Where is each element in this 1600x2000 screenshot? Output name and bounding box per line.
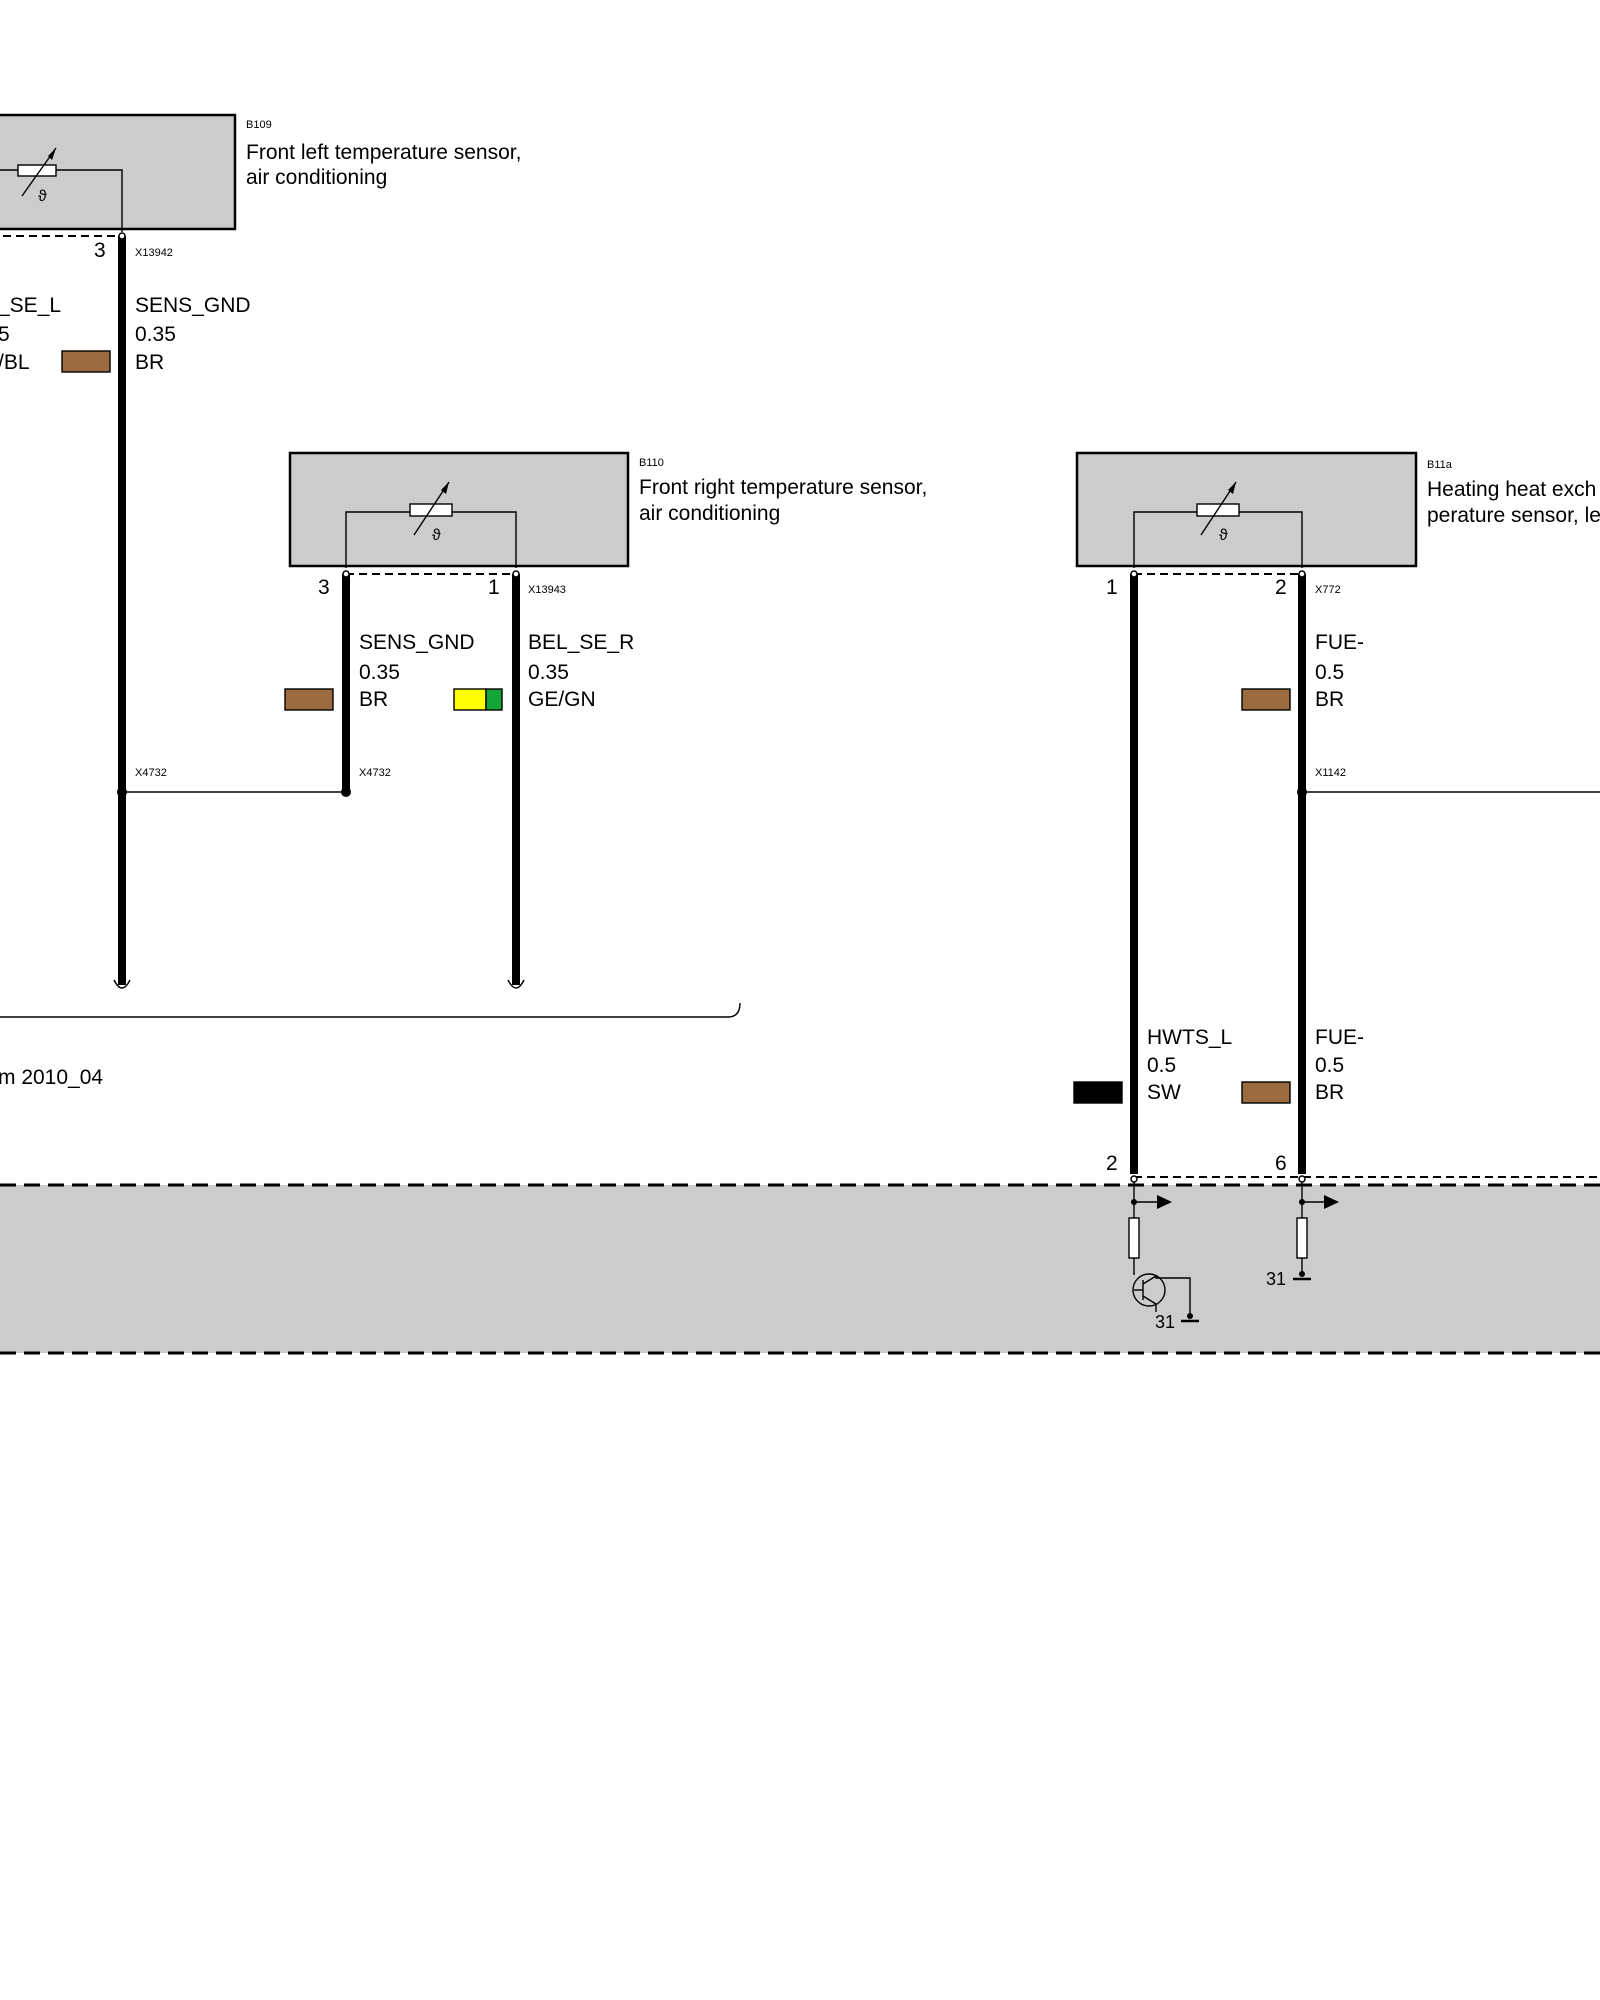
pin-number: 3 xyxy=(318,576,330,599)
ground-node xyxy=(1187,1313,1193,1319)
component-b11a-body xyxy=(1075,451,1418,568)
pin-contact xyxy=(1130,1175,1138,1183)
wire-break-mark xyxy=(113,979,131,989)
group-bracket xyxy=(0,1002,741,1018)
component-name-line1: Front left temperature sensor, xyxy=(246,141,521,164)
theta-symbol: ϑ xyxy=(432,527,441,544)
wire-color-swatch-yellow xyxy=(453,688,487,711)
wire-gauge-label: 5 xyxy=(0,323,10,346)
connector-label: X4732 xyxy=(135,767,167,779)
connector-label: X772 xyxy=(1315,584,1341,596)
component-id: B109 xyxy=(246,119,272,131)
wire-signal-label: SENS_GND xyxy=(359,631,475,654)
component-b110-body xyxy=(288,451,630,568)
wire-signal-label: FUE- xyxy=(1315,631,1364,654)
wire-color-label: BR xyxy=(1315,1081,1344,1104)
pin-number: 6 xyxy=(1275,1152,1287,1175)
ground-label: 31 xyxy=(1266,1269,1286,1289)
transistor-icon xyxy=(1132,1273,1166,1307)
pin-contact xyxy=(1130,570,1138,578)
pin-number: 1 xyxy=(1106,576,1118,599)
component-name-line2: perature sensor, le xyxy=(1427,504,1600,527)
theta-symbol: ϑ xyxy=(1219,527,1228,544)
thermistor-arrowhead-icon xyxy=(48,148,56,160)
splice-node xyxy=(117,787,127,797)
resistor-icon xyxy=(1296,1217,1308,1259)
internal-trace xyxy=(1155,1276,1191,1318)
wire-color-swatch-brown xyxy=(1241,1081,1291,1104)
pin-contact xyxy=(342,570,350,578)
signal-arrow-icon xyxy=(1157,1195,1172,1209)
splice-node xyxy=(1297,787,1307,797)
wire-color-label: BR xyxy=(135,351,164,374)
wire-gauge-label: 0.35 xyxy=(135,323,176,346)
pin-contact xyxy=(512,570,520,578)
pin-number: 2 xyxy=(1106,1152,1118,1175)
connector-label: X1142 xyxy=(1315,767,1346,779)
wire-signal-label: HWTS_L xyxy=(1147,1026,1232,1049)
component-b11a: ϑ B11a Heating heat exch perature sensor… xyxy=(1075,451,1600,568)
connector-label: X4732 xyxy=(359,767,391,779)
wire-color-label: BR xyxy=(359,688,388,711)
wire-color-label: GE/GN xyxy=(528,688,596,711)
connector-label: X13942 xyxy=(135,247,173,259)
component-name-line2: air conditioning xyxy=(246,166,387,189)
wire-color-swatch-green xyxy=(485,688,503,711)
wire-gauge-label: 0.5 xyxy=(1315,1054,1344,1077)
wire-gauge-label: 0.35 xyxy=(528,661,569,684)
wire-signal-label: FUE- xyxy=(1315,1026,1364,1049)
wire-color-label: SW xyxy=(1147,1081,1181,1104)
component-b110: ϑ B110 Front right temperature sensor, a… xyxy=(288,451,927,568)
wire-color-swatch-brown xyxy=(61,350,111,373)
transistor-emitter-icon xyxy=(1142,1295,1157,1305)
component-name-line1: Front right temperature sensor, xyxy=(639,476,927,499)
wire-color-swatch-brown xyxy=(1241,688,1291,711)
component-b109: ϑ B109 Front left temperature sensor, ai… xyxy=(0,113,521,232)
pin-number: 2 xyxy=(1275,576,1287,599)
footnote: m 2010_04 xyxy=(0,1066,103,1089)
component-id: B11a xyxy=(1427,459,1453,471)
pin-contact xyxy=(118,232,126,240)
pin-number: 1 xyxy=(488,576,500,599)
pin-contact xyxy=(1298,1175,1306,1183)
thermistor-arrowhead-icon xyxy=(441,482,449,494)
wire-signal-label: _SE_L xyxy=(0,294,61,317)
component-name-line2: air conditioning xyxy=(639,502,780,525)
thermistor-arrowhead-icon xyxy=(1228,482,1236,494)
pin-number: 3 xyxy=(94,239,106,262)
wire-gauge-label: 0.35 xyxy=(359,661,400,684)
ground-node xyxy=(1299,1271,1305,1277)
pin-contact xyxy=(1298,570,1306,578)
transistor-collector-icon xyxy=(1142,1275,1157,1285)
wire-signal-label: SENS_GND xyxy=(135,294,251,317)
wire-color-swatch-black xyxy=(1073,1081,1123,1104)
internal-circuit-pin6: 31 xyxy=(1266,1175,1339,1289)
resistor-icon xyxy=(1128,1217,1140,1259)
wire-color-label: BR xyxy=(1315,688,1344,711)
splice-node xyxy=(341,787,351,797)
wire-color-swatch-brown xyxy=(284,688,334,711)
wire-signal-label: BEL_SE_R xyxy=(528,631,634,654)
component-name-line1: Heating heat exch xyxy=(1427,478,1596,501)
ground-label: 31 xyxy=(1155,1312,1175,1332)
wire-gauge-label: 0.5 xyxy=(1315,661,1344,684)
connector-label: X13943 xyxy=(528,584,566,596)
internal-circuit-pin2: 31 xyxy=(1128,1175,1199,1332)
wire-gauge-label: 0.5 xyxy=(1147,1054,1176,1077)
wire-color-label: /BL xyxy=(0,351,30,374)
wire-break-mark xyxy=(507,979,525,989)
control-module-body xyxy=(0,1185,1600,1353)
theta-symbol: ϑ xyxy=(38,188,47,205)
component-id: B110 xyxy=(639,457,664,469)
signal-arrow-icon xyxy=(1324,1195,1339,1209)
